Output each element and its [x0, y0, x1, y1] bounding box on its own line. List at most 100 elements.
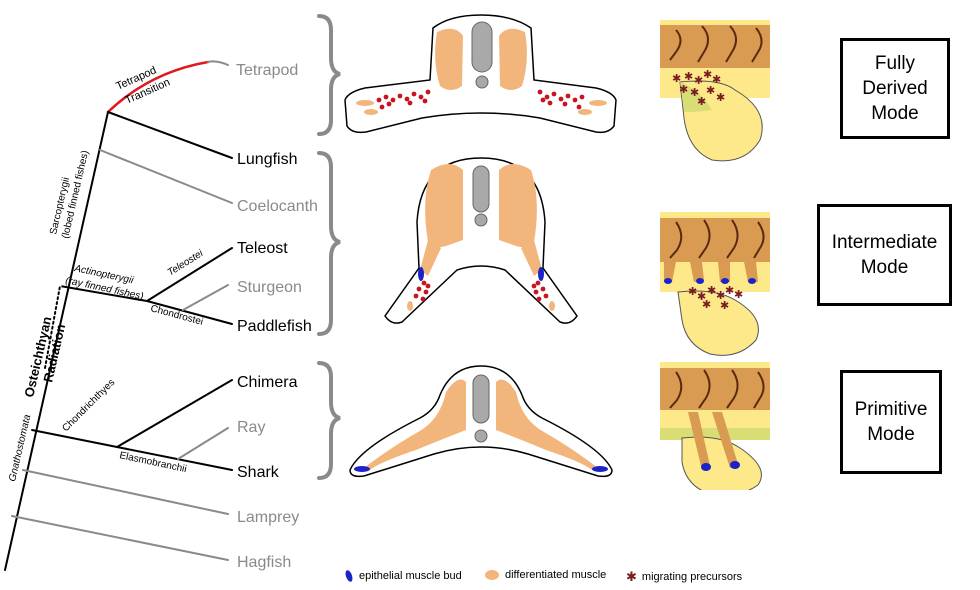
species-label: Coelocanth — [237, 198, 318, 215]
paddlefish-branch — [146, 300, 233, 325]
svg-text:✱: ✱ — [716, 290, 725, 302]
myotome-band — [660, 212, 770, 264]
epithelial-muscle-bud — [701, 461, 740, 471]
chimera-branch — [116, 379, 233, 448]
lungfish-branch — [107, 111, 233, 159]
brace-intermediate — [317, 151, 341, 336]
cross-section-intermediate — [384, 157, 578, 324]
fin-bud — [681, 436, 762, 490]
epithelial-muscle-bud — [664, 278, 756, 284]
svg-text:✱: ✱ — [725, 285, 734, 297]
species-label: Tetrapod — [236, 62, 298, 79]
tree-backbone — [4, 111, 109, 571]
mode-label-line: Mode — [867, 424, 915, 445]
muscle-block — [521, 240, 542, 276]
svg-text:✱: ✱ — [712, 74, 721, 86]
svg-text:✱: ✱ — [694, 75, 703, 87]
teleost-branch — [146, 247, 233, 302]
tetrapod-branch — [207, 60, 229, 66]
shark-branch — [116, 446, 233, 471]
notochord — [474, 213, 488, 227]
cross-section-primitive — [349, 365, 613, 478]
migrating-precursor-cluster — [413, 280, 549, 302]
group-braces — [317, 14, 341, 480]
svg-text:✱: ✱ — [679, 84, 688, 96]
cross-section-derived — [344, 14, 617, 134]
svg-text:✱: ✱ — [716, 92, 725, 104]
legend-label: migrating precursors — [641, 571, 743, 583]
svg-text:✱: ✱ — [684, 71, 693, 83]
precursor-stars: ✱✱✱ ✱✱✱ ✱✱ — [688, 285, 743, 312]
epithelial-muscle-bud — [592, 466, 608, 472]
svg-text:✱: ✱ — [688, 286, 697, 298]
species-label: Teleost — [237, 240, 288, 257]
neural-tube — [472, 374, 490, 424]
legend-bud: epithelial muscle bud — [344, 569, 462, 583]
svg-text:✱: ✱ — [703, 69, 712, 81]
epithelial-muscle-bud — [354, 466, 370, 472]
muscle-block — [356, 100, 374, 106]
phylogenetic-tree — [4, 60, 233, 571]
myotome-band — [660, 362, 770, 414]
mode-label-line: Derived — [862, 78, 928, 99]
svg-text:✱: ✱ — [720, 300, 729, 312]
mode-label-line: Mode — [860, 257, 909, 278]
svg-text:✱: ✱ — [734, 289, 743, 301]
epithelial-muscle-bud — [418, 267, 424, 281]
neural-tube — [471, 21, 493, 73]
species-label: Chimera — [237, 374, 298, 391]
muscle-block — [496, 379, 598, 470]
side-view-derived: ✱✱✱ ✱✱✱ ✱✱✱ ✱ — [660, 20, 770, 162]
clade-label-chondrichthyes: Chondrichthyes — [60, 377, 117, 434]
svg-text:✱: ✱ — [697, 291, 706, 303]
mode-label-line: Primitive — [854, 399, 928, 420]
bud-icon — [345, 570, 353, 582]
lamprey-branch — [22, 469, 229, 515]
side-view-primitive — [660, 362, 770, 490]
myoseptum-lines — [669, 25, 763, 63]
muscle-block — [435, 28, 463, 90]
muscle-block — [578, 109, 592, 115]
coelocanth-branch — [99, 149, 233, 204]
species-label: Paddlefish — [237, 318, 312, 335]
svg-text:✱: ✱ — [707, 285, 716, 297]
muscle-block — [549, 301, 555, 311]
muscle-block — [499, 164, 537, 248]
clade-label-teleostei: Teleostei — [166, 248, 206, 279]
side-view-intermediate: ✱✱✱ ✱✱✱ ✱✱ — [660, 212, 770, 356]
precursor-stars: ✱✱✱ ✱✱✱ ✱✱✱ ✱ — [672, 69, 725, 108]
svg-text:✱: ✱ — [672, 73, 681, 85]
muscle-block — [499, 28, 527, 90]
migrating-precursor-cluster — [376, 89, 585, 110]
clade-label-chondrostei: Chondrostei — [149, 303, 204, 328]
muscle-block — [425, 164, 463, 248]
svg-text:✱: ✱ — [697, 96, 706, 108]
species-label: Lamprey — [237, 509, 299, 526]
muscle-icon — [485, 570, 499, 580]
mode-label-line: Fully — [874, 53, 916, 74]
species-label: Ray — [237, 419, 265, 436]
species-label: Lungfish — [237, 151, 298, 168]
muscle-block — [364, 379, 466, 470]
muscle-block — [407, 301, 413, 311]
muscle-block — [420, 240, 441, 276]
hagfish-branch — [11, 515, 229, 561]
sturgeon-branch — [182, 284, 229, 311]
mode-label-line: Intermediate — [831, 232, 938, 253]
species-label: Hagfish — [237, 554, 291, 571]
myoseptum-lines — [669, 219, 765, 259]
tetrapod-transition-branch — [106, 60, 210, 114]
species-label: Shark — [237, 464, 280, 481]
svg-text:✱: ✱ — [702, 299, 711, 311]
myoseptum-lines — [669, 369, 765, 409]
muscle-block — [589, 100, 607, 106]
mode-box-fully-derived: Fully Derived Mode — [840, 38, 950, 139]
ray-branch — [177, 427, 229, 460]
legend-precursors: ✱ migrating precursors — [626, 569, 742, 585]
clade-labels: Tetrapod Transition Sarcopterygii (lobed… — [7, 64, 206, 482]
legend-label: epithelial muscle bud — [359, 570, 462, 582]
epithelial-muscle-bud — [538, 267, 544, 281]
mode-label-line: Mode — [871, 103, 919, 124]
chondrichthyes-branch — [31, 429, 118, 448]
species-label: Sturgeon — [237, 279, 302, 296]
